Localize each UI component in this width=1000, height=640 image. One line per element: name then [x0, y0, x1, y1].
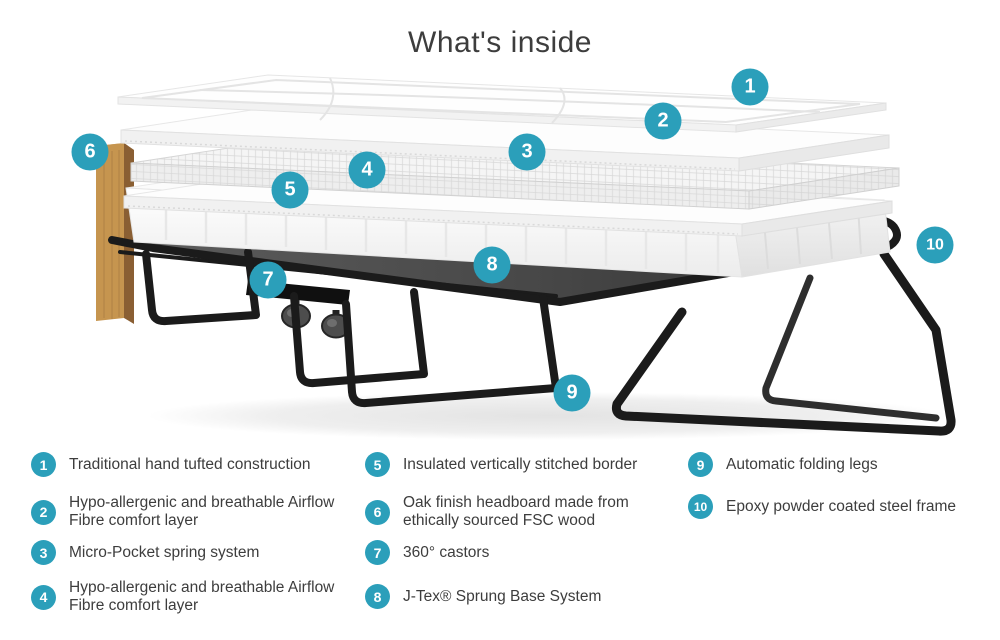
callout-circle-4: 4 — [348, 151, 386, 189]
legend-item: 9 Automatic folding legs — [688, 452, 998, 477]
callout-circle-2: 2 — [644, 102, 682, 140]
legend-badge: 6 — [365, 499, 390, 525]
fibre-layer-upper — [120, 106, 890, 172]
legend-label: Traditional hand tufted construction — [69, 455, 311, 473]
legend-badge: 1 — [31, 452, 56, 477]
legend-label: 360° castors — [403, 543, 490, 561]
legend-label: Automatic folding legs — [726, 455, 878, 473]
legend-badge: 9 — [688, 452, 713, 477]
legend-item: 10 Epoxy powder coated steel frame — [688, 494, 998, 519]
legend-item: 3 Micro-Pocket spring system — [31, 540, 337, 565]
legend-badge: 3 — [31, 540, 56, 565]
legend-item: 4 Hypo-allergenic and breathable Airflow… — [31, 579, 337, 615]
legend-item: 7 360° castors — [365, 540, 665, 565]
legend-label: Hypo-allergenic and breathable Airflow F… — [69, 579, 335, 614]
page-title: What's inside — [408, 26, 592, 59]
legend-badge: 8 — [365, 584, 390, 609]
legend-label: Oak finish headboard made from ethically… — [403, 494, 629, 529]
oak-headboard — [96, 143, 134, 324]
legend-label: Micro-Pocket spring system — [69, 543, 260, 561]
rear-folding-leg — [762, 274, 940, 422]
callout-circle-1: 1 — [731, 68, 769, 106]
callout-circle-5: 5 — [271, 171, 309, 209]
callout-circle-10: 10 — [916, 226, 954, 264]
callout-circle-8: 8 — [473, 246, 511, 284]
legend-badge: 7 — [365, 540, 390, 565]
folding-legs — [142, 248, 956, 436]
legend-label: J-Tex® Sprung Base System — [403, 587, 602, 605]
legend-badge: 5 — [365, 452, 390, 477]
legend-badge: 4 — [31, 584, 56, 610]
legend-label: Hypo-allergenic and breathable Airflow F… — [69, 494, 335, 529]
callout-circle-3: 3 — [508, 133, 546, 171]
legend-label: Epoxy powder coated steel frame — [726, 497, 957, 515]
legend-badge: 10 — [688, 494, 713, 519]
legend-item: 2 Hypo-allergenic and breathable Airflow… — [31, 494, 337, 530]
callout-circle-7: 7 — [249, 261, 287, 299]
legend-badge: 2 — [31, 499, 56, 525]
legend-item: 6 Oak finish headboard made from ethical… — [365, 494, 665, 530]
floor-shadow — [148, 392, 948, 440]
legend-label: Insulated vertically stitched border — [403, 455, 638, 473]
legend-item: 1 Traditional hand tufted construction — [31, 452, 337, 477]
bed-exploded-diagram — [96, 74, 956, 440]
callout-circle-9: 9 — [553, 374, 591, 412]
legend-item: 5 Insulated vertically stitched border — [365, 452, 665, 477]
legend-item: 8 J-Tex® Sprung Base System — [365, 584, 665, 609]
tufted-topper — [117, 74, 887, 133]
callout-circle-6: 6 — [71, 133, 109, 171]
